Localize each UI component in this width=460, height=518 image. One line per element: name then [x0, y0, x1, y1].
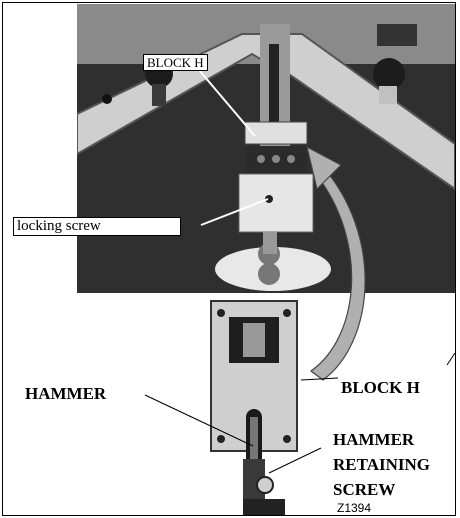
hammer-label: HAMMER [25, 384, 107, 403]
leader-locking-screw [200, 198, 269, 226]
block-h-photo [210, 300, 298, 515]
arrowhead [306, 145, 342, 191]
retaining-screw-label-2: RETAINING [333, 455, 430, 474]
figure-frame: BLOCK H locking screw HAMMER BLOCK H HAM… [2, 2, 456, 516]
annotation-overlay [144, 69, 455, 474]
block-h-top-label: BLOCK H [143, 54, 208, 71]
curved-arrow [309, 172, 366, 381]
figure-code: Z1394 [337, 501, 372, 515]
leader-retaining-screw [268, 447, 322, 474]
retaining-screw-label-1: HAMMER [333, 430, 415, 449]
leader-block-h-right [300, 377, 339, 381]
locking-screw-label: locking screw [13, 217, 181, 236]
leader-block-h-top [198, 69, 256, 137]
block-h-right-label: BLOCK H [341, 378, 420, 397]
retaining-screw-label-3: SCREW [333, 480, 396, 499]
machine-photo [77, 4, 455, 293]
leader-hammer [144, 394, 254, 447]
edge-tick [446, 352, 455, 366]
